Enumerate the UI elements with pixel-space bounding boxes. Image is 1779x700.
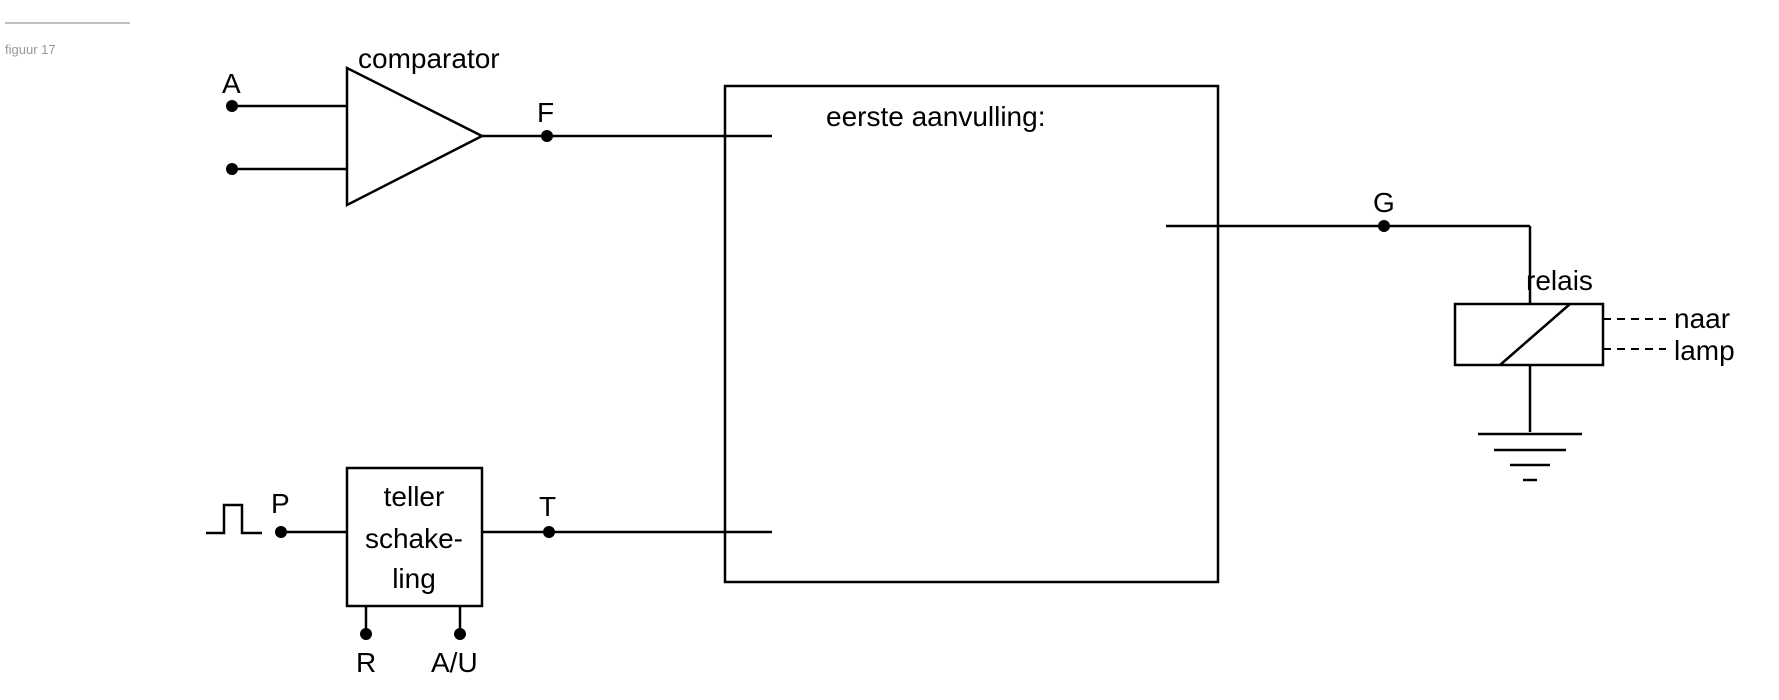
figure-caption: figuur 17 [5,42,56,57]
first-addition-box [723,84,1220,584]
label-naar: naar [1674,303,1730,334]
label-f: F [537,97,554,128]
label-t: T [539,491,556,522]
label-au: A/U [431,647,478,678]
relay-coil [1453,302,1605,367]
pulse-icon [206,503,262,535]
node-t [543,526,555,538]
relay-diagonal [1499,303,1571,366]
first-addition-title: eerste aanvulling: [826,101,1045,132]
counter-label-line3: ling [392,563,436,594]
label-p: P [271,488,290,519]
node-au [454,628,466,640]
comparator-label: comparator [358,43,500,74]
comparator-symbol [345,65,485,208]
node-g [1378,220,1390,232]
counter-label-line1: teller [384,481,445,512]
label-r: R [356,647,376,678]
node-f [541,130,553,142]
node-r [360,628,372,640]
label-g: G [1373,187,1395,218]
label-lamp: lamp [1674,335,1735,366]
counter-label-line2: schake- [365,523,463,554]
counter-box [345,466,484,608]
label-a: A [222,68,241,99]
relay-label: relais [1526,265,1593,296]
